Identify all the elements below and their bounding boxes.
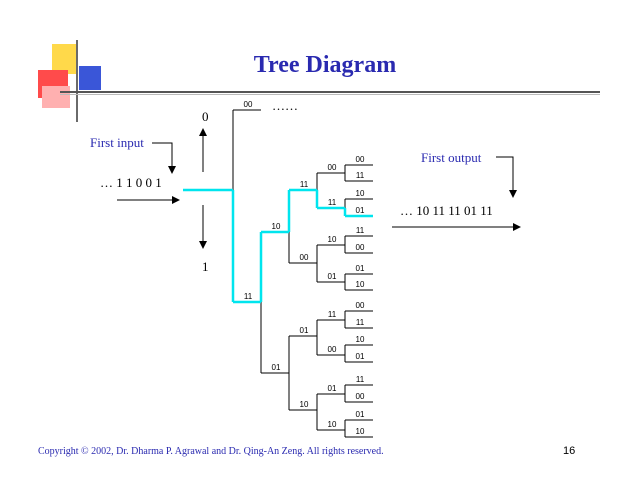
leaf-node-5-upper-label: 00 <box>356 301 365 310</box>
leaf-node-4-upper-label: 01 <box>356 264 365 273</box>
level2-node-upper-label: 10 <box>272 222 281 231</box>
page-title: Tree Diagram <box>253 52 397 78</box>
leaf-node-4-lower-label: 10 <box>356 280 365 289</box>
decorative-vertical-line <box>76 40 78 122</box>
level4-node-1-lower-label: 11 <box>328 198 337 207</box>
first-output-label: First output <box>421 150 482 165</box>
level3-node-b-lower-label: 10 <box>300 400 309 409</box>
leaf-node-1-lower-label: 11 <box>356 171 365 180</box>
decorative-yellow-square <box>52 44 78 74</box>
leaf-node-6-lower-label: 01 <box>356 352 365 361</box>
leaf-node-7-upper-label: 11 <box>356 375 365 384</box>
root-node-lower-label: 11 <box>244 292 253 301</box>
level2-node-lower-label: 01 <box>272 363 281 372</box>
level4-node-2-upper-label: 10 <box>328 235 337 244</box>
leaf-node-5-lower-label: 11 <box>356 318 365 327</box>
leaf-node-2-upper-label: 10 <box>356 189 365 198</box>
leaf-node-6-upper-label: 10 <box>356 335 365 344</box>
level3-node-a-upper-label: 11 <box>300 180 309 189</box>
root-node-upper-label: 00 <box>244 100 253 109</box>
title-underline <box>60 91 600 93</box>
leaf-node-7-lower-label: 00 <box>356 392 365 401</box>
leaf-node-2-lower-label: 01 <box>356 206 365 215</box>
level3-node-a-lower-label: 00 <box>300 253 309 262</box>
page-number: 16 <box>563 445 576 457</box>
first-input-label: First input <box>90 135 144 150</box>
copyright-text: Copyright © 2002, Dr. Dharma P. Agrawal … <box>38 446 384 457</box>
leaf-node-8-upper-label: 01 <box>356 410 365 419</box>
decorative-blue-square <box>79 66 101 90</box>
level4-node-3-upper-label: 11 <box>328 310 337 319</box>
level3-node-b-upper-label: 01 <box>300 326 309 335</box>
level4-node-4-upper-label: 01 <box>328 384 337 393</box>
output-sequence: … 10 11 11 01 11 <box>400 203 493 218</box>
leaf-node-3-upper-label: 11 <box>356 226 365 235</box>
first-output-pointer-arrow <box>496 156 517 198</box>
leaf-node-3-lower-label: 00 <box>356 243 365 252</box>
ellipsis-label: …… <box>272 98 298 113</box>
level4-node-4-lower-label: 10 <box>328 420 337 429</box>
input-sequence: … 1 1 0 0 1 <box>100 175 162 190</box>
leaf-node-8-lower-label: 10 <box>356 427 365 436</box>
branch-one-label: 1 <box>202 259 209 274</box>
first-input-pointer-arrow <box>152 142 176 174</box>
level4-node-1-upper-label: 00 <box>328 163 337 172</box>
level4-node-2-lower-label: 01 <box>328 272 337 281</box>
level4-node-3-lower-label: 00 <box>328 345 337 354</box>
branch-zero-label: 0 <box>202 109 209 124</box>
leaf-node-1-upper-label: 00 <box>356 155 365 164</box>
title-underline-shadow <box>60 94 600 95</box>
